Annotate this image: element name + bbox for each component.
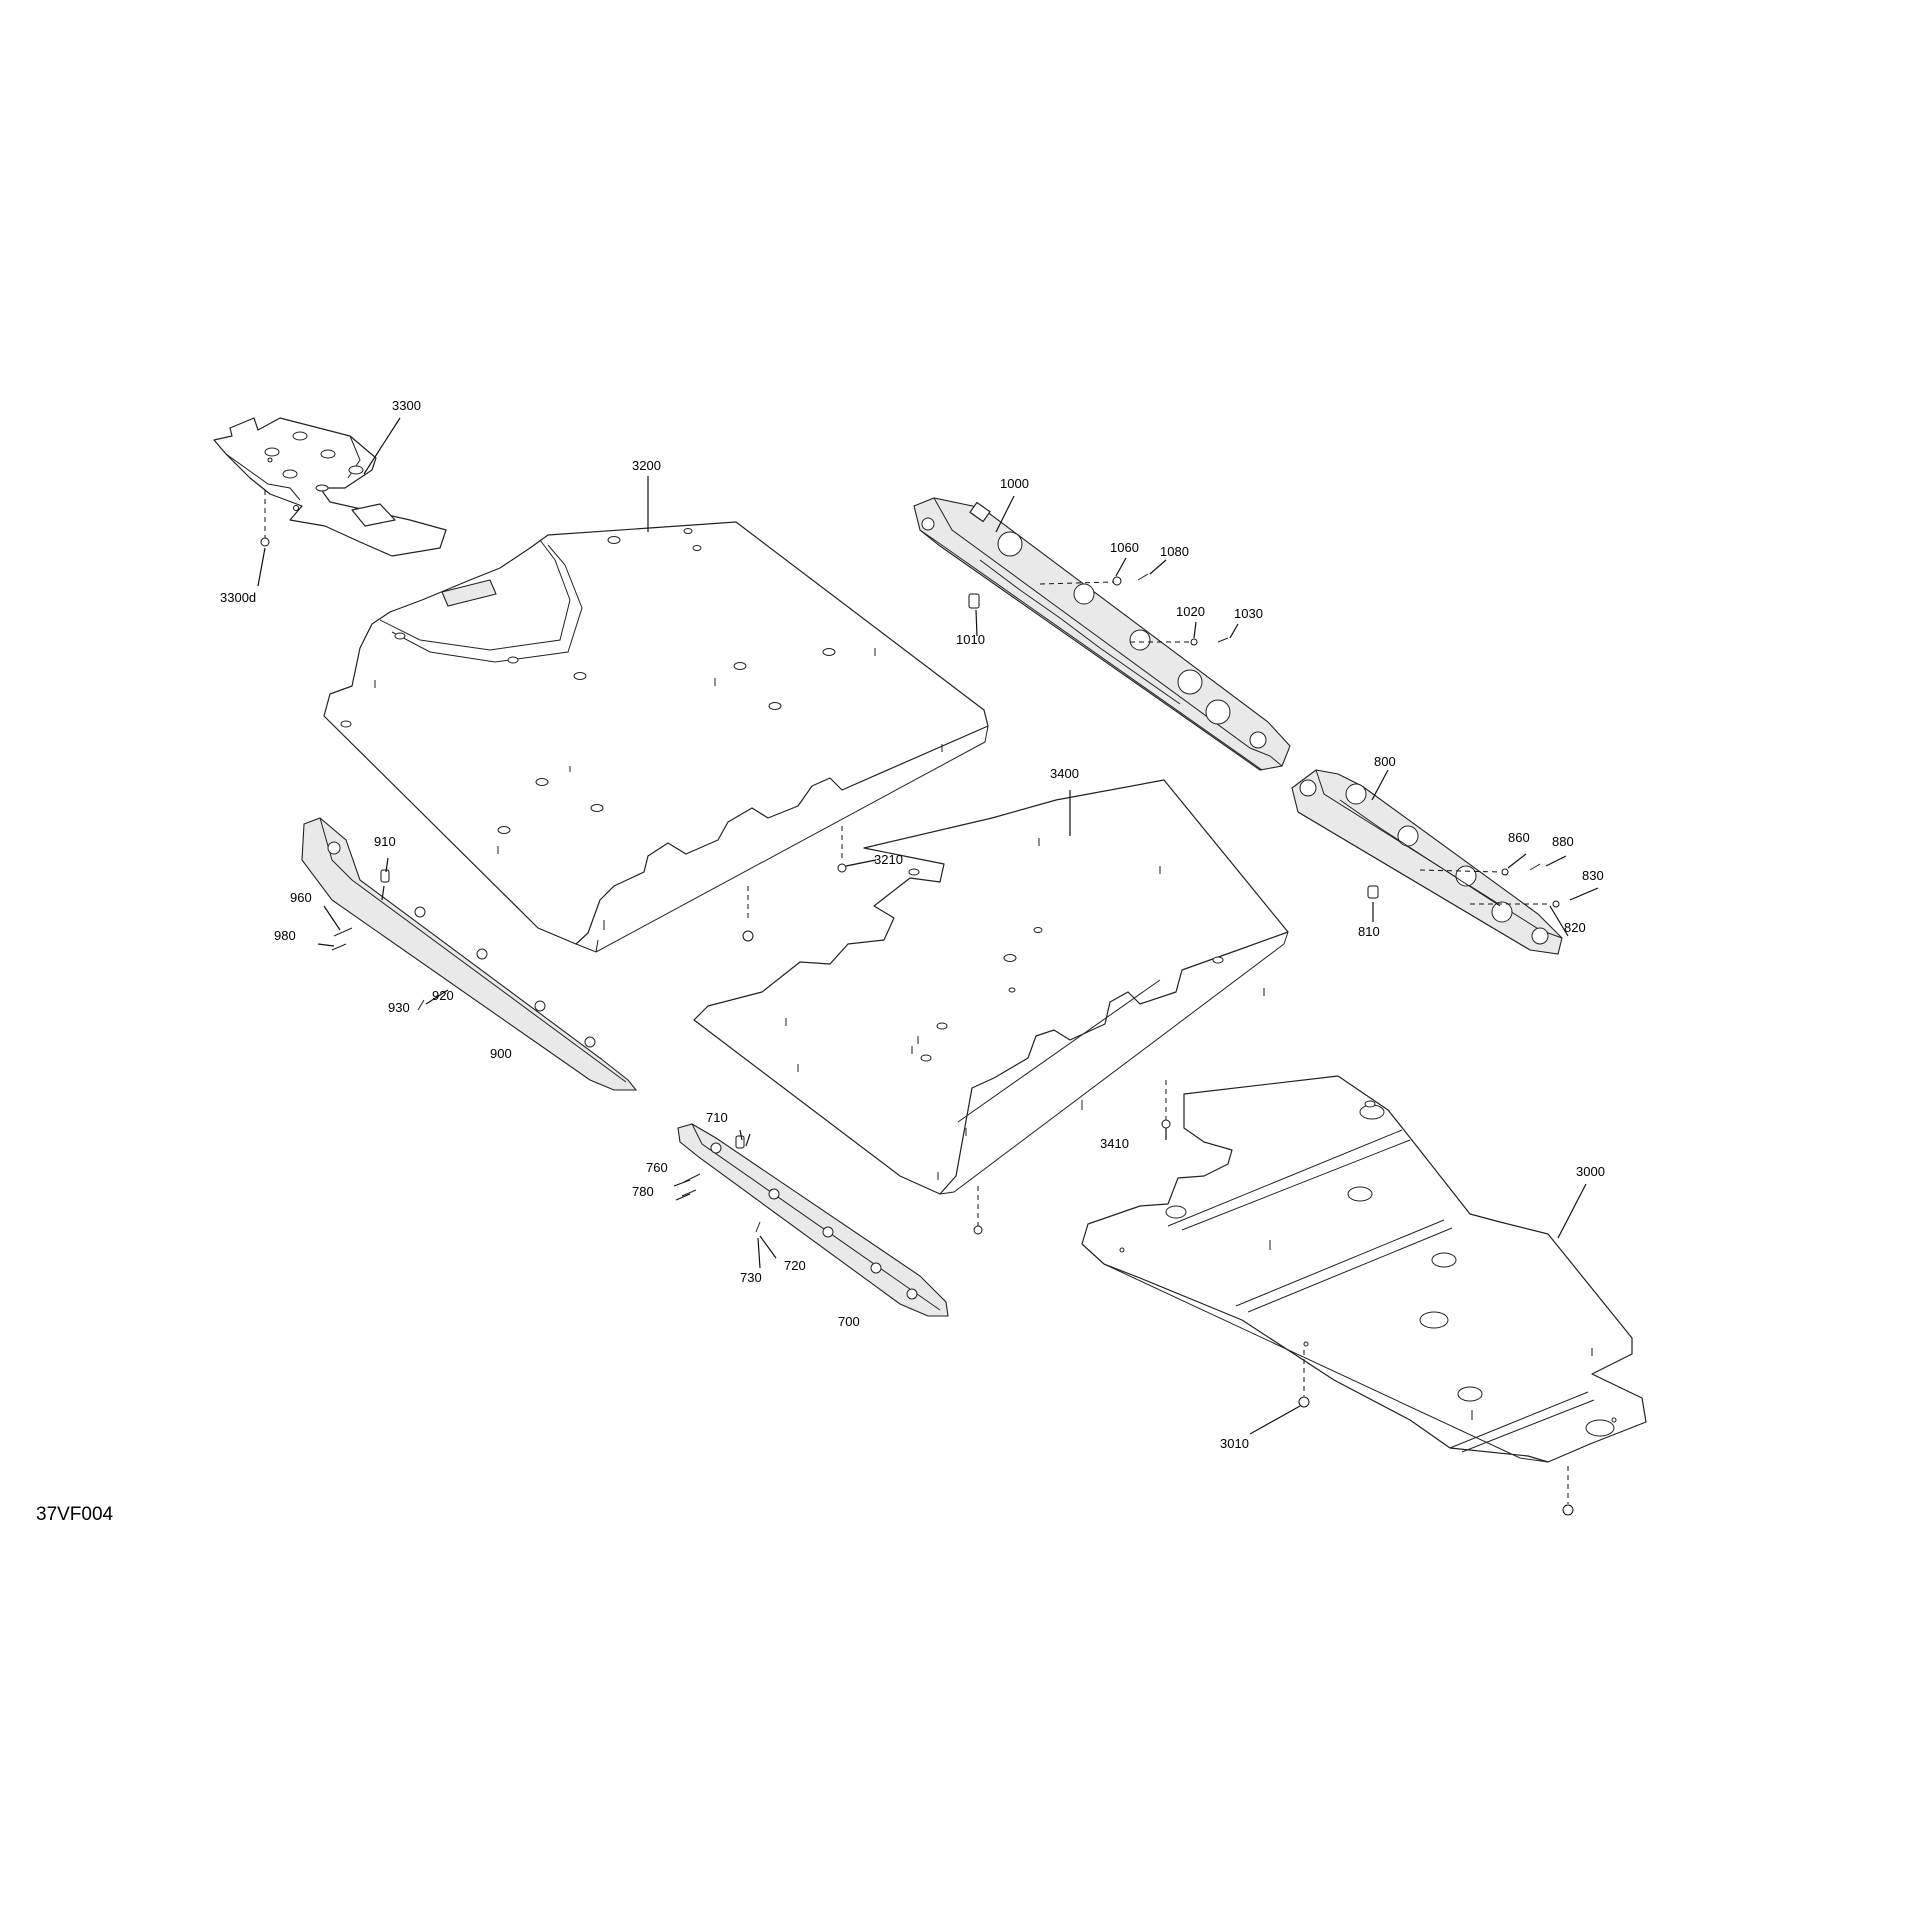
fastener-780 [681, 1189, 697, 1197]
callout-880: 880 [1552, 834, 1574, 849]
fastener-830 [1552, 900, 1560, 908]
fastener-3410 [1161, 1119, 1171, 1129]
fastener-3210-a [742, 930, 754, 942]
callout-labels: 3300 3300d 3200 3210 1000 1060 1080 1010… [220, 398, 1605, 1451]
fastener-980 [331, 943, 347, 951]
callout-920: 920 [432, 988, 454, 1003]
callout-830: 830 [1582, 868, 1604, 883]
fastener-3300d [260, 537, 270, 547]
fastener-920 [417, 999, 425, 1011]
part-3000-skid-plate [1081, 1075, 1647, 1463]
callout-820: 820 [1564, 920, 1586, 935]
callout-1080: 1080 [1160, 544, 1189, 559]
callout-1010: 1010 [956, 632, 985, 647]
callout-980: 980 [274, 928, 296, 943]
fastener-3010-b [1562, 1504, 1574, 1516]
callout-3300: 3300 [392, 398, 421, 413]
part-900-side-rail [301, 817, 638, 1091]
fastener-960 [333, 927, 353, 937]
fastener-710 [735, 1135, 745, 1149]
callout-1060: 1060 [1110, 540, 1139, 555]
fastener-810 [1367, 885, 1379, 899]
part-3300-front-skid-plate [213, 417, 447, 557]
callout-3010: 3010 [1220, 1436, 1249, 1451]
fastener-1060 [1112, 576, 1122, 586]
fastener-910 [380, 869, 390, 883]
callout-1000: 1000 [1000, 476, 1029, 491]
callout-960: 960 [290, 890, 312, 905]
callout-3210: 3210 [874, 852, 903, 867]
callout-780: 780 [632, 1184, 654, 1199]
callout-700: 700 [838, 1314, 860, 1329]
callout-1030: 1030 [1234, 606, 1263, 621]
callout-810: 810 [1358, 924, 1380, 939]
callout-930: 930 [388, 1000, 410, 1015]
fastener-3210-b [837, 863, 847, 873]
part-3400-floor-panel [693, 779, 1289, 1195]
callout-710: 710 [706, 1110, 728, 1125]
fastener-3010 [1298, 1396, 1310, 1408]
dashline-1060 [1039, 581, 1115, 585]
callout-3200: 3200 [632, 458, 661, 473]
fastener-3410-b [973, 1225, 983, 1235]
leader-lines [257, 417, 1599, 1435]
callout-3300d: 3300d [220, 590, 256, 605]
callout-3000: 3000 [1576, 1164, 1605, 1179]
drawing-reference: 37VF004 [36, 1504, 114, 1525]
callout-1020: 1020 [1176, 604, 1205, 619]
callout-900: 900 [490, 1046, 512, 1061]
fastener-1080 [1137, 573, 1149, 581]
fastener-720 [755, 1221, 761, 1233]
callout-910: 910 [374, 834, 396, 849]
part-3200-floor-panel [323, 521, 989, 953]
part-700-side-rail [677, 1123, 949, 1317]
callout-720: 720 [784, 1258, 806, 1273]
callout-730: 730 [740, 1270, 762, 1285]
fastener-1030 [1217, 637, 1229, 643]
fastener-1010 [968, 593, 980, 609]
callout-860: 860 [1508, 830, 1530, 845]
dashline-860 [1419, 869, 1501, 873]
callout-760: 760 [646, 1160, 668, 1175]
part-1000-side-rail [913, 497, 1291, 771]
fastener-880 [1529, 863, 1541, 871]
fastener-1020 [1190, 638, 1198, 646]
fastener-860 [1501, 868, 1509, 876]
callout-800: 800 [1374, 754, 1396, 769]
callout-3410: 3410 [1100, 1136, 1129, 1151]
callout-3400: 3400 [1050, 766, 1079, 781]
part-800-side-rail [1291, 769, 1563, 955]
